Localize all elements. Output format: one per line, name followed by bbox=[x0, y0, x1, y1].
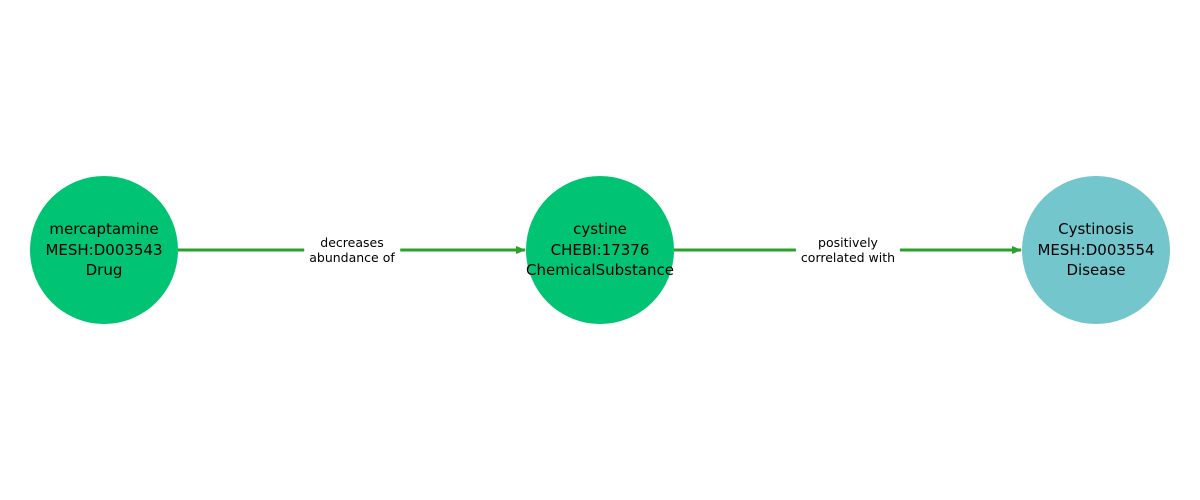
edge-label-line1: decreases bbox=[320, 235, 384, 250]
node-identifier: MESH:D003543 bbox=[45, 240, 163, 259]
node-identifier: CHEBI:17376 bbox=[550, 240, 650, 259]
node-cystine[interactable]: cystine CHEBI:17376 ChemicalSubstance bbox=[526, 176, 674, 324]
edge-label-decreases-abundance-of: decreases abundance of bbox=[304, 235, 400, 265]
edge-label-positively-correlated-with: positively correlated with bbox=[795, 235, 901, 265]
node-category: ChemicalSubstance bbox=[526, 261, 675, 280]
node-mercaptamine[interactable]: mercaptamine MESH:D003543 Drug bbox=[30, 176, 178, 324]
edge-label-line1: positively bbox=[818, 235, 878, 250]
node-name: cystine bbox=[573, 220, 627, 239]
edge-label-line2: abundance of bbox=[309, 250, 395, 265]
node-name: Cystinosis bbox=[1058, 220, 1134, 239]
edge-label-line2: correlated with bbox=[800, 250, 896, 265]
node-identifier: MESH:D003554 bbox=[1037, 240, 1155, 259]
node-category: Disease bbox=[1066, 261, 1126, 280]
node-name: mercaptamine bbox=[49, 220, 159, 239]
node-cystinosis[interactable]: Cystinosis MESH:D003554 Disease bbox=[1022, 176, 1170, 324]
node-category: Drug bbox=[85, 261, 123, 280]
